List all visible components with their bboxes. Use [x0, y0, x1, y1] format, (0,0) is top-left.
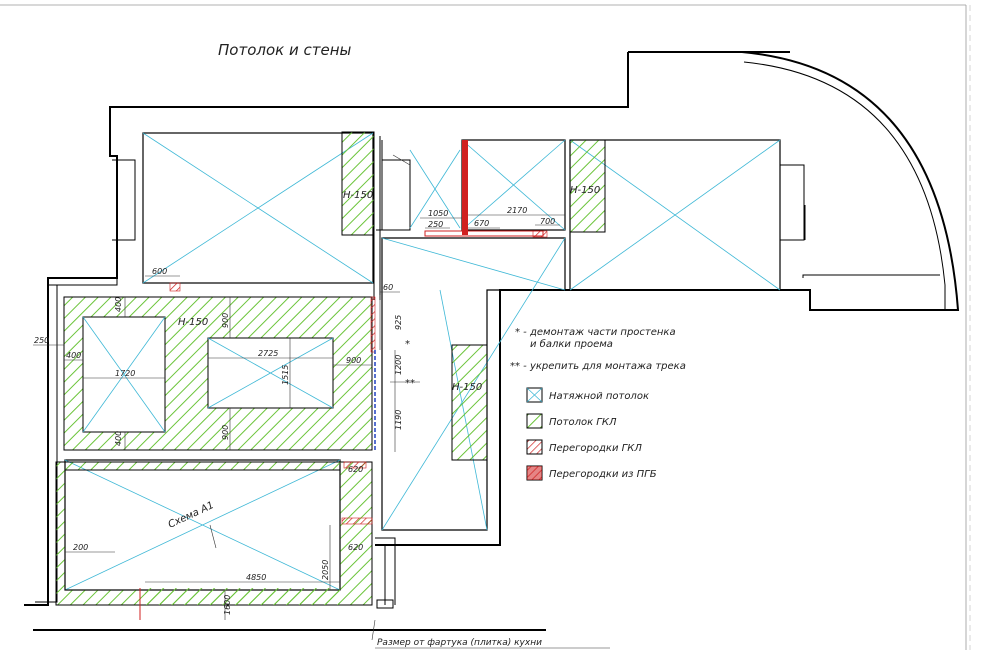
label-double-star: **: [405, 378, 415, 389]
dim-400-top: 400: [114, 297, 123, 312]
note-star: * - демонтаж части простенка: [515, 327, 676, 338]
legend-label-stretch-ceiling: Натяжной потолок: [549, 391, 649, 402]
dim-670: 670: [474, 219, 489, 228]
ceiling-room-top-left: [142, 132, 374, 284]
gkl-partition-small: [532, 230, 548, 238]
label-h150-top-left: H-150: [343, 190, 373, 201]
dim-925: 925: [394, 315, 403, 330]
legend-item-gkl-ceiling: Потолок ГКЛ: [526, 413, 617, 429]
gkl-partition-bath-bottom: [424, 230, 544, 237]
dimension-lines: [33, 154, 610, 649]
pgb-partition-bath: [462, 140, 468, 235]
dimension-texts: 600 250 400 1720 400 400 2725 900 900 15…: [34, 206, 555, 615]
legend-item-gkl-partition: Перегородки ГКЛ: [526, 439, 642, 455]
page-title: Потолок и стены: [218, 41, 352, 59]
dim-1050: 1050: [428, 209, 448, 218]
note-double-star: ** - укрепить для монтажа трека: [510, 361, 686, 372]
legend-swatch-green-hatch: [526, 413, 543, 429]
gkl-kitchen-bottom-strip: [145, 588, 340, 605]
legend-swatch-cross: [526, 387, 543, 403]
legend-label-gkl-partition: Перегородки ГКЛ: [549, 443, 642, 454]
legend-label-pgb-partition: Перегородки из ПГБ: [549, 469, 657, 480]
dim-900-bottom: 900: [221, 425, 230, 440]
dim-200: 200: [73, 543, 88, 552]
gkl-partition-living: [370, 296, 376, 353]
legend-swatch-red-hatch: [526, 439, 543, 455]
dim-2050: 2050: [321, 560, 330, 580]
dim-60: 60: [383, 283, 393, 292]
label-star: *: [405, 339, 410, 350]
legend-label-gkl-ceiling: Потолок ГКЛ: [549, 417, 617, 428]
ceiling-kitchen: [64, 459, 341, 591]
gkl-partition-top-left: [169, 282, 181, 292]
dim-900-right: 900: [346, 356, 361, 365]
dim-2170: 2170: [507, 206, 527, 215]
label-kitchen-note: Размер от фартука (плитка) кухни: [377, 638, 542, 648]
legend-item-stretch-ceiling: Натяжной потолок: [526, 387, 649, 403]
dim-250-left: 250: [34, 336, 49, 345]
dim-400-left: 400: [66, 351, 81, 360]
dim-600: 600: [152, 267, 167, 276]
dim-1515: 1515: [281, 365, 290, 385]
ceiling-wc: [409, 149, 461, 229]
label-scheme-a1: Схема А1: [167, 500, 216, 531]
gkl-strip-top-left: [341, 131, 375, 236]
note-star-line2: и балки проема: [530, 338, 613, 350]
gkl-strip-top-right: [569, 139, 606, 233]
dim-1600: 1600: [223, 595, 232, 615]
dim-4850: 4850: [246, 573, 266, 582]
dim-250-bath: 250: [428, 220, 443, 229]
gkl-ceiling-kitchen: [55, 461, 373, 606]
dim-900-top: 900: [221, 313, 230, 328]
gkl-partition-kitchen: [341, 517, 373, 525]
label-h150-living: H-150: [178, 317, 208, 328]
dim-700: 700: [540, 217, 555, 226]
notes: * - демонтаж части простенка и балки про…: [510, 327, 686, 372]
label-h150-corridor: H-150: [452, 382, 482, 393]
legend-item-pgb-partition: Перегородки из ПГБ: [526, 465, 657, 481]
dim-400-bottom: 400: [114, 431, 123, 446]
dim-620-top: 620: [348, 465, 363, 474]
gkl-ceiling-living: [63, 296, 373, 451]
label-h150-top-right: H-150: [570, 185, 600, 196]
dim-620-bottom: 620: [348, 543, 363, 552]
gkl-strip-corridor: [451, 344, 488, 461]
dim-1200: 1200: [394, 355, 403, 375]
dim-1190: 1190: [394, 410, 403, 430]
gkl-partition-kitchen-top: [343, 461, 367, 469]
legend: Натяжной потолок Потолок ГКЛ Перегородки…: [526, 387, 657, 481]
dim-2725: 2725: [258, 349, 278, 358]
dim-1720: 1720: [115, 369, 135, 378]
